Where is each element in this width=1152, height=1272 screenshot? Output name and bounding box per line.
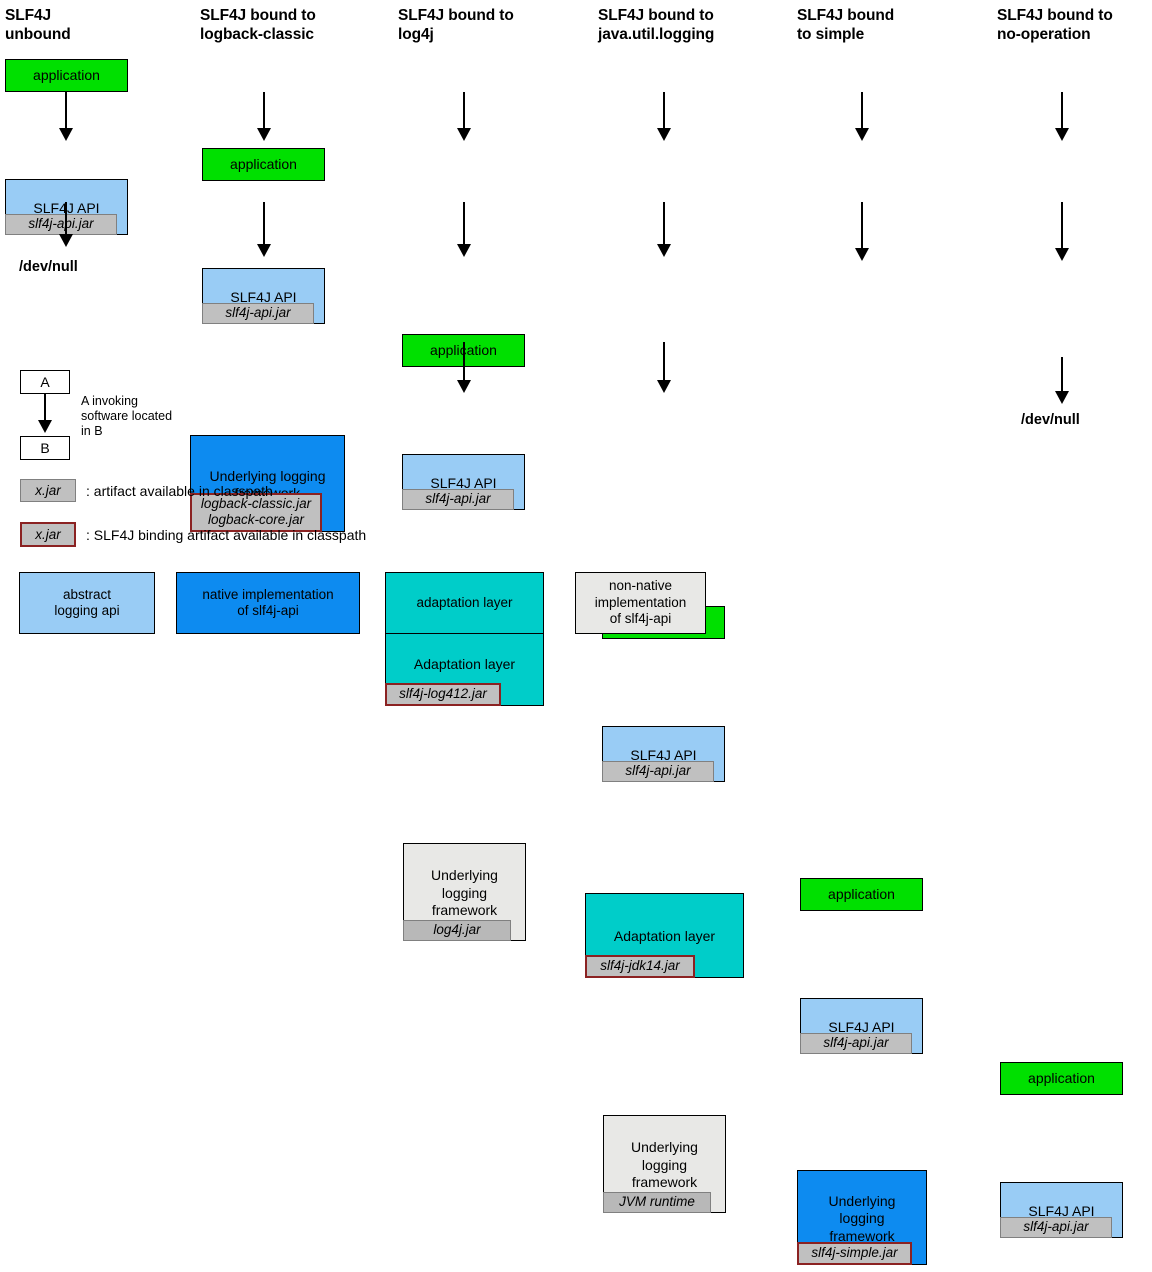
arrow-line bbox=[663, 92, 665, 130]
arrow-head-icon bbox=[1055, 248, 1069, 261]
legend-swatch-abstract-logging-api: abstract logging api bbox=[19, 572, 155, 634]
node-underlying-framework-log4j: Underlying logging framework log4j.jar bbox=[403, 843, 526, 941]
arrow-head-icon bbox=[457, 244, 471, 257]
node-underlying-framework-jul: Underlying logging framework JVM runtime bbox=[603, 1115, 726, 1213]
arrow-head-icon bbox=[1055, 128, 1069, 141]
node-application-simple: application bbox=[800, 878, 923, 911]
legend-box-a: A bbox=[20, 370, 70, 394]
legend-swatch-native-implementation: native implementation of slf4j-api bbox=[176, 572, 360, 634]
arrow-head-icon bbox=[657, 380, 671, 393]
terminal-dev-null-nop: /dev/null bbox=[1021, 412, 1080, 428]
legend-box-a-label: A bbox=[40, 374, 50, 390]
arrow-head-icon bbox=[855, 248, 869, 261]
legend-chip-artifact-label: x.jar bbox=[35, 483, 61, 498]
column-title-unbound: SLF4J unbound bbox=[5, 7, 71, 43]
arrow-line bbox=[1061, 92, 1063, 130]
node-label: application bbox=[230, 155, 297, 172]
arrow-head-icon bbox=[59, 128, 73, 141]
legend-chip-artifact: x.jar bbox=[20, 479, 76, 502]
node-label: application bbox=[33, 66, 100, 83]
arrow-line bbox=[263, 202, 265, 246]
node-application-unbound: application bbox=[5, 59, 128, 92]
arrow-line bbox=[65, 202, 67, 236]
node-slf4j-api-simple: SLF4J API slf4j-api.jar bbox=[800, 998, 923, 1054]
column-title-java-util-logging: SLF4J bound to java.util.logging bbox=[598, 7, 715, 43]
node-label: application bbox=[828, 885, 895, 902]
jar-chip-slf4j-simple-binding: slf4j-simple.jar bbox=[797, 1242, 912, 1265]
column-title-logback-classic: SLF4J bound to logback-classic bbox=[200, 7, 316, 43]
node-slf4j-api-log4j: SLF4J API slf4j-api.jar bbox=[402, 454, 525, 510]
arrow-head-icon bbox=[257, 244, 271, 257]
legend-arrow-head-icon bbox=[38, 420, 52, 433]
jar-chip-slf4j-api: slf4j-api.jar bbox=[1000, 1217, 1112, 1238]
arrow-head-icon bbox=[657, 128, 671, 141]
jar-chip-slf4j-jdk14-binding: slf4j-jdk14.jar bbox=[585, 955, 695, 978]
arrow-line bbox=[463, 202, 465, 246]
legend-swatch-adaptation-layer: adaptation layer bbox=[385, 572, 544, 634]
jar-chip-logback-binding: logback-classic.jar logback-core.jar bbox=[190, 493, 322, 532]
arrow-line bbox=[663, 202, 665, 246]
jar-chip-log4j: log4j.jar bbox=[403, 920, 511, 941]
arrow-line bbox=[1061, 357, 1063, 393]
arrow-head-icon bbox=[855, 128, 869, 141]
jar-chip-slf4j-api: slf4j-api.jar bbox=[800, 1033, 912, 1054]
node-slf4j-api-nop: SLF4J API slf4j-api.jar bbox=[1000, 1182, 1123, 1238]
jar-chip-slf4j-api: slf4j-api.jar bbox=[202, 303, 314, 324]
node-application-nop: application bbox=[1000, 1062, 1123, 1095]
legend-swatch-label: adaptation layer bbox=[416, 594, 513, 610]
node-adaptation-layer-jul: Adaptation layer slf4j-jdk14.jar bbox=[585, 893, 744, 978]
legend-artifact-description: : artifact available in classpath bbox=[86, 483, 273, 499]
arrow-line bbox=[463, 92, 465, 130]
terminal-dev-null-unbound: /dev/null bbox=[19, 259, 78, 275]
node-underlying-framework-logback: Underlying logging framework logback-cla… bbox=[190, 435, 345, 532]
node-underlying-framework-simple: Underlying logging framework slf4j-simpl… bbox=[797, 1170, 927, 1265]
arrow-line bbox=[263, 92, 265, 130]
node-slf4j-api-jul: SLF4J API slf4j-api.jar bbox=[602, 726, 725, 782]
arrow-line bbox=[861, 202, 863, 250]
node-label: SLF4J API bbox=[230, 288, 297, 305]
arrow-line bbox=[861, 92, 863, 130]
legend-chip-binding-artifact-label: x.jar bbox=[35, 527, 61, 542]
column-title-simple: SLF4J bound to simple bbox=[797, 7, 895, 43]
legend-invocation-description: A invoking software located in B bbox=[81, 394, 173, 438]
jar-chip-slf4j-api: slf4j-api.jar bbox=[5, 214, 117, 235]
legend-box-b-label: B bbox=[40, 440, 50, 456]
arrow-line bbox=[463, 342, 465, 382]
arrow-head-icon bbox=[457, 380, 471, 393]
arrow-head-icon bbox=[257, 128, 271, 141]
jar-chip-jvm-runtime: JVM runtime bbox=[603, 1192, 711, 1213]
arrow-line bbox=[663, 342, 665, 382]
arrow-line bbox=[65, 92, 67, 130]
jar-chip-slf4j-log4j-binding: slf4j-log412.jar bbox=[385, 683, 501, 706]
legend-arrow-line bbox=[44, 394, 46, 424]
column-title-no-operation: SLF4J bound to no-operation bbox=[997, 7, 1113, 43]
node-label: application bbox=[1028, 1069, 1095, 1086]
arrow-line bbox=[1061, 202, 1063, 250]
legend-swatch-label: non-native implementation of slf4j-api bbox=[594, 578, 687, 627]
node-label: SLF4J API bbox=[430, 474, 497, 491]
arrow-head-icon bbox=[59, 234, 73, 247]
jar-chip-slf4j-api: slf4j-api.jar bbox=[602, 761, 714, 782]
node-label: SLF4J API bbox=[33, 199, 100, 216]
arrow-head-icon bbox=[1055, 391, 1069, 404]
jar-chip-slf4j-api: slf4j-api.jar bbox=[402, 489, 514, 510]
node-application-logback: application bbox=[202, 148, 325, 181]
legend-chip-binding-artifact: x.jar bbox=[20, 522, 76, 547]
legend-box-b: B bbox=[20, 436, 70, 460]
legend-binding-artifact-description: : SLF4J binding artifact available in cl… bbox=[86, 527, 367, 543]
column-title-log4j: SLF4J bound to log4j bbox=[398, 7, 514, 43]
arrow-head-icon bbox=[457, 128, 471, 141]
legend-swatch-non-native-implementation: non-native implementation of slf4j-api bbox=[575, 572, 706, 634]
legend-swatch-label: native implementation of slf4j-api bbox=[202, 586, 334, 619]
legend-swatch-label: abstract logging api bbox=[54, 586, 120, 619]
arrow-head-icon bbox=[657, 244, 671, 257]
slf4j-diagram-canvas: SLF4J unbound application SLF4J API slf4… bbox=[5, 7, 1123, 1265]
node-slf4j-api-logback: SLF4J API slf4j-api.jar bbox=[202, 268, 325, 324]
